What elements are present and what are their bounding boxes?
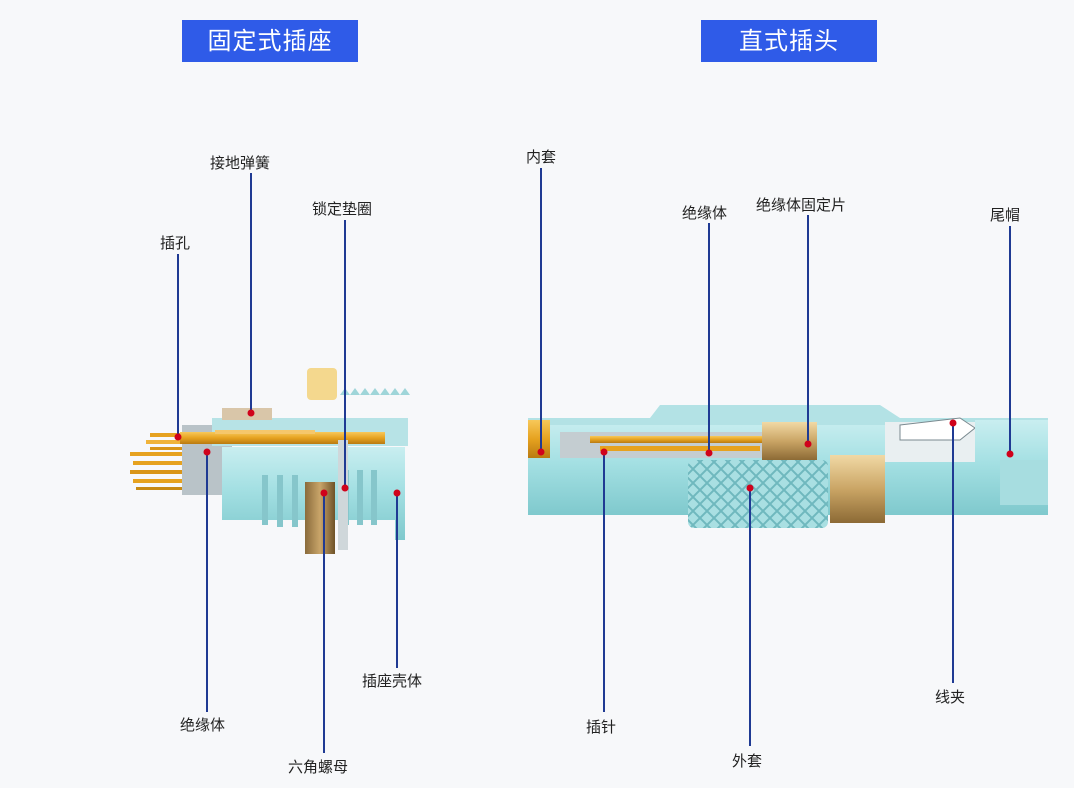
marker-hex-nut <box>320 489 328 497</box>
marker-ground-spring <box>247 409 255 417</box>
marker-tail-cap <box>1006 450 1014 458</box>
marker-pin <box>600 448 608 456</box>
label-hex-nut: 六角螺母 <box>288 758 349 776</box>
marker-pin-hole <box>174 433 182 441</box>
plug-title: 直式插头 <box>701 20 877 62</box>
leader-lines <box>177 168 1011 753</box>
socket-front-pins <box>146 433 185 450</box>
label-ground-spring: 接地弹簧 <box>210 154 271 172</box>
plug-brass-ring <box>830 455 885 523</box>
marker-plug-insulator <box>705 449 713 457</box>
socket-lock-washer-shape <box>338 440 348 550</box>
label-socket-shell: 插座壳体 <box>362 672 423 690</box>
label-plug-insulator: 绝缘体 <box>682 204 728 222</box>
socket-title: 固定式插座 <box>182 20 358 62</box>
label-cable-clamp: 线夹 <box>935 688 966 706</box>
socket-locking-key <box>307 368 337 400</box>
marker-lock-washer <box>341 484 349 492</box>
socket-rear-pins <box>130 452 185 490</box>
marker-cable-clamp <box>949 419 957 427</box>
label-lock-washer: 锁定垫圈 <box>312 200 373 218</box>
socket-contact-band <box>180 432 385 444</box>
socket-drawing <box>130 368 410 554</box>
label-socket-insulator: 绝缘体 <box>180 716 226 734</box>
marker-socket-shell <box>393 489 401 497</box>
plug-drawing <box>528 405 1048 528</box>
plug-inner-sleeve-shape <box>528 420 550 458</box>
socket-ground-spring-shape <box>222 408 272 420</box>
plug-pin-shape <box>590 436 765 443</box>
plug-insulator-shape <box>560 432 765 458</box>
marker-insulator-retainer <box>804 440 812 448</box>
plug-outer-sleeve-shape <box>688 460 828 528</box>
label-pin: 插针 <box>586 718 617 736</box>
label-inner-sleeve: 内套 <box>526 148 557 166</box>
label-tail-cap: 尾帽 <box>990 206 1021 224</box>
socket-hex-nut-shape <box>305 482 335 554</box>
label-outer-sleeve: 外套 <box>732 752 763 770</box>
marker-outer-sleeve <box>746 484 754 492</box>
marker-socket-insulator <box>203 448 211 456</box>
label-pin-hole: 插孔 <box>160 234 191 252</box>
label-insulator-retainer: 绝缘体固定片 <box>756 196 847 214</box>
marker-dots <box>174 409 1014 497</box>
marker-inner-sleeve <box>537 448 545 456</box>
